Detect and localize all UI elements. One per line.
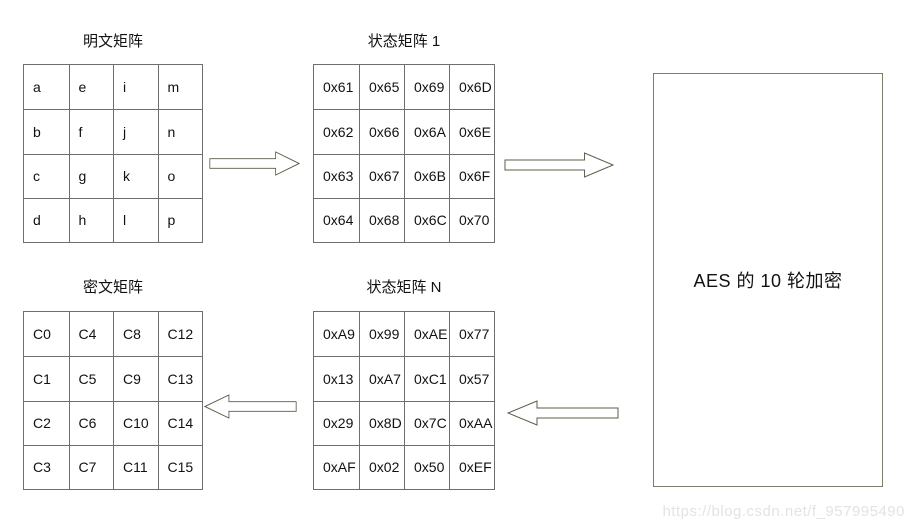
matrix-cell: o: [157, 153, 202, 198]
matrix-cell: f: [68, 109, 113, 154]
matrix-cell: 0x6D: [449, 65, 494, 110]
matrix-cell: 0x62: [314, 109, 359, 153]
aes-rounds-box: AES 的 10 轮加密: [653, 73, 883, 487]
matrix-cell: C14: [157, 400, 202, 445]
matrix-cell: p: [157, 197, 202, 242]
matrix-cell: a: [33, 79, 41, 96]
matrix-cell: 0xA9: [323, 326, 355, 343]
matrix-cell: n: [157, 109, 202, 154]
matrix-cell: j: [113, 109, 158, 154]
matrix-cell: C4: [68, 312, 114, 357]
matrix-cell: 0x7C: [404, 400, 449, 445]
matrix-cell: e: [68, 65, 114, 110]
plaintext-matrix-title: 明文矩阵: [82, 33, 143, 50]
matrix-cell: 0x64: [314, 197, 359, 242]
matrix-cell: b: [24, 109, 69, 153]
matrix-cell: 0x6E: [449, 109, 494, 154]
matrix-cell: 0x50: [404, 444, 449, 489]
matrix-cell: 0xC1: [404, 356, 449, 401]
matrix-cell: 0x6C: [404, 197, 449, 242]
matrix-cell: i: [113, 65, 158, 110]
matrix-cell: 0x63: [314, 153, 359, 198]
ciphertext-matrix-title: 密文矩阵: [82, 279, 143, 296]
matrix-cell: 0xAA: [449, 400, 494, 445]
watermark: https://blog.csdn.net/f_957995490: [662, 503, 905, 520]
arrow-left-icon: [204, 394, 297, 419]
matrix-cell: 0xAE: [404, 312, 449, 357]
matrix-cell: C3: [24, 444, 69, 489]
matrix-cell: 0xEF: [449, 444, 494, 489]
matrix-cell: 0x65: [359, 65, 404, 110]
arrow-left-icon: [507, 400, 619, 426]
matrix-cell: 0x67: [359, 153, 404, 198]
matrix-cell: m: [157, 65, 203, 110]
matrix-cell: 0x02: [359, 444, 404, 489]
matrix-cell: k: [113, 153, 158, 198]
matrix-cell: 0x61: [323, 79, 354, 96]
state-matrix-1-title: 状态矩阵 1: [367, 33, 441, 50]
state-matrix-n-title: 状态矩阵 N: [366, 279, 442, 296]
matrix-cell: h: [68, 197, 113, 242]
ciphertext-matrix: C0 C4 C8 C12 C1 C5 C9 C13 C2 C6 C10 C14 …: [23, 311, 203, 490]
matrix-cell: C8: [113, 312, 158, 357]
matrix-cell: 0x8D: [359, 400, 404, 445]
matrix-cell: 0x70: [449, 197, 494, 242]
matrix-cell: 0x68: [359, 197, 404, 242]
matrix-cell: C12: [157, 312, 203, 357]
matrix-cell: 0x29: [314, 400, 359, 445]
arrow-right-icon: [504, 152, 614, 178]
matrix-cell: C0: [33, 326, 51, 343]
matrix-cell: 0xA7: [359, 356, 404, 401]
matrix-cell: 0x13: [314, 356, 359, 400]
matrix-cell: C1: [24, 356, 69, 400]
matrix-cell: C9: [113, 356, 158, 401]
matrix-cell: g: [68, 153, 113, 198]
matrix-cell: C6: [68, 400, 113, 445]
matrix-cell: C2: [24, 400, 69, 445]
matrix-cell: C15: [157, 444, 202, 489]
arrow-right-icon: [209, 151, 300, 176]
state-matrix-n: 0xA9 0x99 0xAE 0x77 0x13 0xA7 0xC1 0x57 …: [313, 311, 495, 490]
matrix-cell: C11: [113, 444, 158, 489]
matrix-cell: l: [113, 197, 158, 242]
matrix-cell: 0x57: [449, 356, 494, 401]
matrix-cell: C5: [68, 356, 113, 401]
matrix-cell: 0x77: [449, 312, 494, 357]
matrix-cell: 0xAF: [314, 444, 359, 489]
matrix-cell: 0x99: [359, 312, 404, 357]
matrix-cell: C10: [113, 400, 158, 445]
matrix-cell: 0x6F: [449, 153, 494, 198]
aes-rounds-box-label: AES 的 10 轮加密: [693, 271, 843, 291]
state-matrix-1: 0x61 0x65 0x69 0x6D 0x62 0x66 0x6A 0x6E …: [313, 64, 495, 243]
matrix-cell: 0x66: [359, 109, 404, 154]
matrix-cell: 0x6A: [404, 109, 449, 154]
matrix-cell: 0x69: [404, 65, 449, 110]
matrix-cell: 0x6B: [404, 153, 449, 198]
matrix-cell: d: [24, 197, 69, 242]
matrix-cell: c: [24, 153, 69, 198]
matrix-cell: C7: [68, 444, 113, 489]
matrix-cell: C13: [157, 356, 202, 401]
plaintext-matrix: a e i m b f j n c g k o d h l p: [23, 64, 203, 243]
